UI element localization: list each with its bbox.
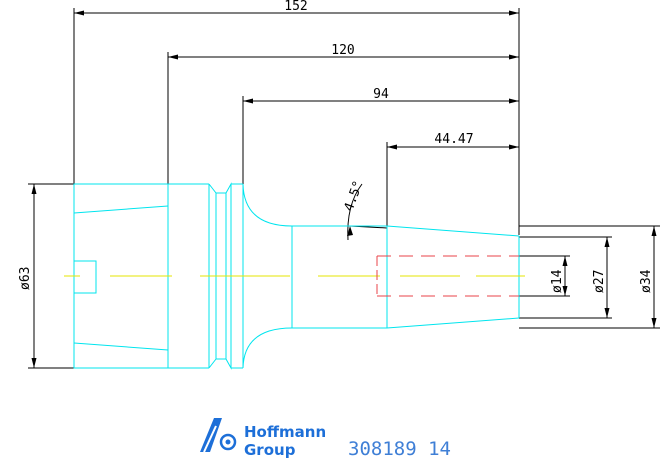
dia34-label: ø34: [639, 269, 654, 293]
dimension-dia34: ø34: [519, 225, 660, 329]
dimension-94: 94: [242, 87, 519, 185]
hidden-bore: [376, 255, 519, 297]
logo-line1: Hoffmann: [244, 423, 326, 441]
dimension-94-label: 94: [373, 87, 389, 102]
dia63-label: ø63: [18, 267, 33, 290]
dimension-44-47: 44.47: [386, 132, 519, 328]
hoffmann-group-logo: Hoffmann Group: [200, 418, 326, 459]
dimension-angle: 4.5°: [342, 179, 388, 241]
dia27-label: ø27: [592, 270, 607, 293]
gear-icon: [219, 433, 237, 451]
dimension-dia14: ø14: [519, 255, 570, 297]
dimension-120: 120: [167, 43, 519, 277]
dimension-dia27: ø27: [519, 236, 612, 319]
angle-label: 4.5°: [342, 179, 367, 214]
dimension-120-label: 120: [331, 43, 354, 58]
part-number: 308189 14: [348, 438, 451, 460]
dia14-label: ø14: [550, 269, 565, 293]
logo-line2: Group: [244, 441, 296, 459]
dimension-44-47-label: 44.47: [434, 132, 473, 147]
dimension-152-label: 152: [284, 0, 307, 14]
